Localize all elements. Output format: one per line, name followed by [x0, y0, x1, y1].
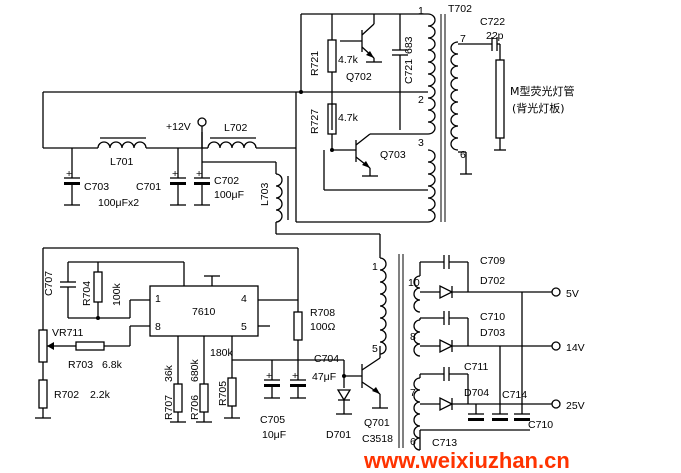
q702-transistor [340, 14, 382, 63]
r708-value: 100Ω [310, 321, 336, 333]
out-xfmr-pin8: 8 [410, 331, 416, 343]
r703-label: R703 [68, 359, 93, 371]
c710-label: C710 [480, 311, 505, 323]
q701-value: C3518 [362, 433, 393, 445]
d703-label: D703 [480, 327, 505, 339]
t702-pin1: 1 [418, 5, 424, 17]
plus12v-terminal [197, 117, 207, 127]
r704-label: R704 [81, 281, 93, 306]
c721-label: C721 [403, 59, 415, 84]
c701-plus: + [172, 168, 178, 180]
c719-label: C710 [528, 419, 553, 431]
lamp-label: M型荧光灯管 [510, 84, 575, 98]
out-xfmr-pin10: 10 [408, 277, 420, 289]
ic-pin5: 5 [241, 321, 247, 333]
fluorescent-lamp [495, 59, 505, 139]
r702-value: 2.2k [90, 389, 111, 401]
ic-pin1: 1 [155, 293, 161, 305]
ic-7610-label: 7610 [192, 306, 216, 318]
l702-label: L702 [224, 122, 248, 134]
c711-label: C711 [464, 361, 488, 373]
ic-pin4: 4 [241, 293, 247, 305]
r706-value: 680k [189, 358, 201, 382]
ic-pin8: 8 [155, 321, 161, 333]
watermark-text: www.weixiuzhan.cn [363, 448, 570, 473]
d704-label: D704 [464, 387, 489, 399]
c713-label: C713 [432, 437, 457, 449]
l703-label: L703 [259, 182, 271, 206]
c707-label: C707 [43, 271, 55, 296]
t702-pin2: 2 [418, 94, 424, 106]
c705-label: C705 [260, 414, 285, 426]
c703-value: 100μFx2 [98, 197, 139, 209]
out-xfmr-pin6: 6 [410, 436, 416, 448]
d702-label: D702 [480, 275, 505, 287]
q703-transistor [332, 133, 428, 177]
t702-transformer [427, 13, 459, 223]
c705-plus: + [266, 370, 272, 382]
c702-value: 100μF [214, 189, 244, 201]
q703-label: Q703 [380, 149, 406, 161]
r705-label: R705 [217, 381, 229, 406]
r721-value: 4.7k [338, 54, 359, 66]
c701-label: C701 [136, 181, 161, 193]
vr711-potentiometer [38, 329, 48, 363]
t702-pin6: 6 [460, 149, 466, 161]
r702-label: R702 [54, 389, 79, 401]
14v-label: 14V [566, 342, 585, 354]
q701-label: Q701 [364, 417, 390, 429]
out-xfmr-pin7: 7 [410, 387, 416, 399]
l701-label: L701 [110, 156, 134, 168]
14v-terminal [551, 341, 561, 351]
r706-label: R706 [189, 395, 201, 420]
c704-plus: + [292, 370, 298, 382]
c714-label: C714 [502, 389, 527, 401]
c702-label: C702 [214, 175, 239, 187]
r705-value: 180k [210, 347, 234, 359]
25v-label: 25V [566, 400, 585, 412]
c704-label: C704 [314, 353, 339, 365]
q702-label: Q702 [346, 71, 372, 83]
lamp-sublabel: (背光灯板) [512, 101, 565, 115]
r703-value: 6.8k [102, 359, 123, 371]
c704-value: 47μF [312, 371, 336, 383]
5v-terminal [551, 287, 561, 297]
d701-label: D701 [326, 429, 351, 441]
r721-label: R721 [309, 51, 321, 76]
c702-plus: + [196, 168, 202, 180]
r727-label: R727 [309, 109, 321, 134]
c703-plus: + [66, 168, 72, 180]
vr711-label: VR711 [52, 327, 83, 339]
c721-value: 683 [403, 36, 415, 54]
c703-label: C703 [84, 181, 109, 193]
plus12v-label: +12V [166, 121, 191, 133]
out-xfmr-pin1: 1 [372, 261, 378, 273]
t702-label: T702 [448, 3, 472, 15]
5v-label: 5V [566, 288, 579, 300]
t702-pin3: 3 [418, 137, 424, 149]
c705-value: 10μF [262, 429, 286, 441]
q701-transistor [344, 346, 388, 409]
t702-pin7: 7 [460, 33, 466, 45]
c722-value: 22p [486, 30, 504, 42]
r707-value: 36k [163, 364, 175, 382]
r708-label: R708 [310, 307, 335, 319]
r704-value: 100k [111, 282, 123, 306]
c722-label: C722 [480, 16, 505, 28]
r707-label: R707 [163, 395, 175, 420]
c709-label: C709 [480, 255, 505, 267]
r727-value: 4.7k [338, 112, 359, 124]
25v-terminal [551, 399, 561, 409]
out-xfmr-pin5: 5 [372, 343, 378, 355]
